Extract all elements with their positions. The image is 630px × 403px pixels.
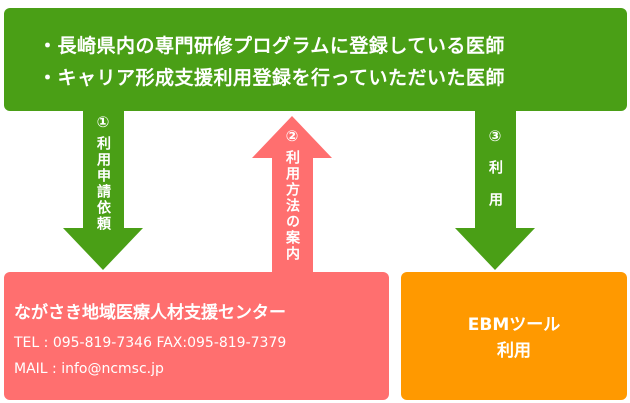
arrow-3-label: 利 用: [487, 160, 503, 208]
arrow-2-label: 利用方法の案内: [284, 150, 300, 262]
doctors-line-1: ・長崎県内の専門研修プログラムに登録している医師: [38, 35, 505, 57]
arrow-1-label: 利用申請依頼: [95, 136, 111, 232]
support-center-title: ながさき地域医療人材支援センター: [14, 303, 286, 323]
doctors-line-2: ・キャリア形成支援利用登録を行っていただいた医師: [38, 67, 506, 89]
ebm-tool-title: EBMツール: [467, 315, 561, 335]
arrow-1-number: ①: [96, 113, 110, 131]
arrow-2-up: [252, 116, 332, 272]
arrow-2-number: ②: [285, 127, 299, 145]
support-center-box: ながさき地域医療人材支援センター TEL : 095-819-7346 FAX:…: [4, 272, 389, 400]
ebm-tool-usage: 利用: [497, 341, 531, 361]
doctors-box: ・長崎県内の専門研修プログラムに登録している医師 ・キャリア形成支援利用登録を行…: [4, 8, 627, 111]
ebm-tool-box: EBMツール 利用: [401, 272, 627, 400]
arrow-3-number: ③: [488, 127, 502, 145]
contact-phone-fax: TEL : 095-819-7346 FAX:095-819-7379: [14, 335, 287, 351]
arrow-3-down: [455, 110, 535, 270]
contact-email: MAIL : info@ncmsc.jp: [14, 361, 164, 377]
arrow-1-down: [63, 110, 143, 270]
